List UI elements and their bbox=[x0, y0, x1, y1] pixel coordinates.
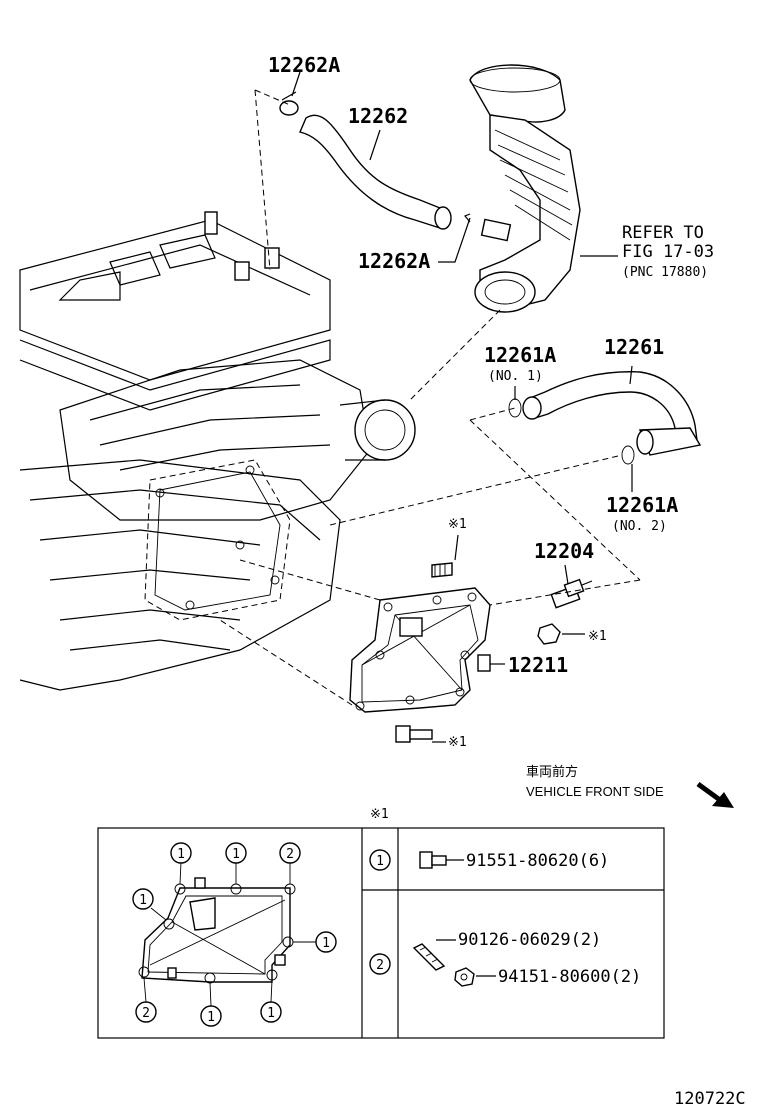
part-number-94151: 94151-80600(2) bbox=[498, 967, 641, 987]
bolt-91551-icon bbox=[419, 851, 447, 869]
callout-circle: 1 bbox=[132, 888, 154, 910]
callout-circle: 1 bbox=[200, 1005, 222, 1027]
label-12261A-top: 12261A bbox=[484, 343, 556, 367]
callout-circle: 1 bbox=[225, 842, 247, 864]
vehicle-front-en: VEHICLE FRONT SIDE bbox=[526, 784, 664, 799]
refer-line-3: (PNC 17880) bbox=[622, 265, 708, 280]
hose-12262-illustration bbox=[279, 91, 452, 230]
label-12262A-mid: 12262A bbox=[358, 249, 430, 273]
label-12261: 12261 bbox=[604, 335, 664, 359]
legend-table bbox=[97, 827, 665, 1039]
part-number-90126: 90126-06029(2) bbox=[458, 930, 601, 950]
label-12262A-top: 12262A bbox=[268, 53, 340, 77]
stud-illustration bbox=[431, 562, 453, 578]
callout-number: 1 bbox=[232, 847, 240, 862]
nut-illustration bbox=[537, 623, 561, 645]
nut-94151-icon bbox=[454, 967, 475, 987]
gasket-mini-diagram bbox=[138, 861, 316, 1007]
label-12204: 12204 bbox=[534, 539, 594, 563]
callout-circle: 2 bbox=[135, 1001, 157, 1023]
vehicle-front-jp: 車両前方 bbox=[526, 764, 578, 780]
label-12211: 12211 bbox=[508, 653, 568, 677]
legend-key-1: 1 bbox=[376, 854, 384, 869]
callout-number: 2 bbox=[286, 847, 294, 862]
callout-number: 1 bbox=[322, 936, 330, 951]
part-number-91551: 91551-80620(6) bbox=[466, 851, 609, 871]
stud-90126-icon bbox=[412, 943, 446, 971]
label-12262: 12262 bbox=[348, 104, 408, 128]
callout-number: 1 bbox=[177, 847, 185, 862]
callout-circle: 1 bbox=[170, 842, 192, 864]
mark-ref-bolt: ※1 bbox=[448, 735, 467, 750]
mark-ref-stud: ※1 bbox=[448, 517, 467, 532]
label-no2: (NO. 2) bbox=[612, 519, 667, 534]
bolt-illustration bbox=[395, 725, 433, 743]
refer-line-1: REFER TO bbox=[622, 223, 704, 243]
legend-row-key-2: 2 bbox=[369, 953, 391, 975]
callout-number: 2 bbox=[142, 1006, 150, 1021]
vehicle-front-arrow-icon bbox=[696, 781, 734, 808]
label-12261A-bottom: 12261A bbox=[606, 493, 678, 517]
callout-circle: 1 bbox=[315, 931, 337, 953]
engine-block-illustration bbox=[19, 211, 416, 691]
mark-ref-nut: ※1 bbox=[588, 629, 607, 644]
air-inlet-hose-illustration bbox=[469, 64, 581, 313]
figure-id: 120722C bbox=[674, 1089, 746, 1109]
legend-key-2: 2 bbox=[376, 958, 384, 973]
cover-12211-illustration bbox=[349, 587, 491, 713]
callout-circle: 1 bbox=[260, 1001, 282, 1023]
callout-circle: 2 bbox=[279, 842, 301, 864]
callout-number: 1 bbox=[267, 1006, 275, 1021]
callout-number: 1 bbox=[139, 893, 147, 908]
legend-row-key-1: 1 bbox=[369, 849, 391, 871]
label-no1: (NO. 1) bbox=[488, 369, 543, 384]
mark-ref-table: ※1 bbox=[370, 807, 389, 822]
refer-line-2: FIG 17-03 bbox=[622, 242, 714, 262]
leader-lines bbox=[219, 71, 641, 743]
callout-number: 1 bbox=[207, 1010, 215, 1025]
hose-12261-illustration bbox=[508, 371, 702, 465]
